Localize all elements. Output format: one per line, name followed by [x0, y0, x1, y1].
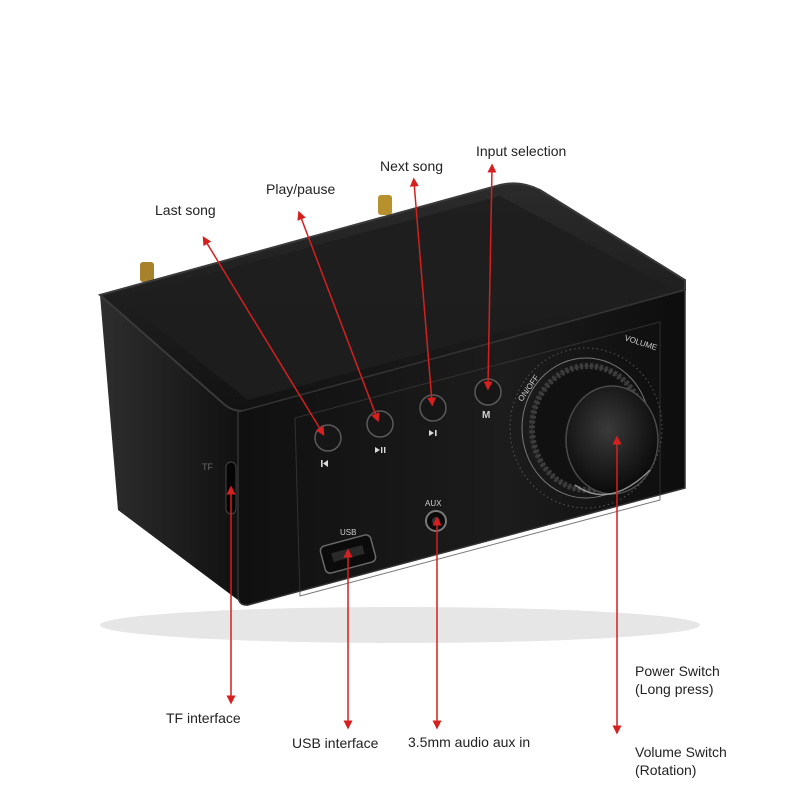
mode-device-label: M: [482, 410, 490, 421]
play-pause-label: Play/pause: [266, 181, 336, 197]
last-song-button: [314, 424, 342, 452]
volume-switch-line2: (Rotation): [635, 762, 697, 778]
last-song-label: Last song: [155, 202, 216, 218]
input-selection-arrow: [483, 163, 497, 391]
rear-connectors: [140, 195, 392, 282]
play-pause-arrow: [297, 210, 380, 423]
power-switch-line1: Power Switch: [635, 663, 720, 679]
aux-jack: [425, 510, 447, 532]
next-song-arrow: [409, 177, 437, 407]
next-song-label: Next song: [380, 158, 444, 174]
aux-in-label: 3.5mm audio aux in: [408, 734, 531, 750]
aux-device-label: AUX: [425, 499, 442, 508]
usb-interface-label: USB interface: [292, 735, 379, 751]
input-selection-label: Input selection: [476, 143, 567, 159]
volume-switch-line1: Volume Switch: [635, 744, 727, 760]
play-pause-button: [366, 410, 394, 438]
power-switch-label: Power Switch (Long press): [635, 662, 720, 698]
usb-device-label: USB: [340, 528, 356, 537]
next-song-button: [419, 394, 447, 422]
device-shadow: [100, 607, 700, 643]
device-left-side: [100, 295, 238, 600]
callout-arrows: [202, 163, 622, 735]
power-switch-line2: (Long press): [635, 681, 714, 697]
volume-switch-label: Volume Switch (Rotation): [635, 743, 727, 779]
tf-device-label: TF: [202, 462, 213, 472]
tf-interface-label: TF interface: [166, 710, 241, 726]
